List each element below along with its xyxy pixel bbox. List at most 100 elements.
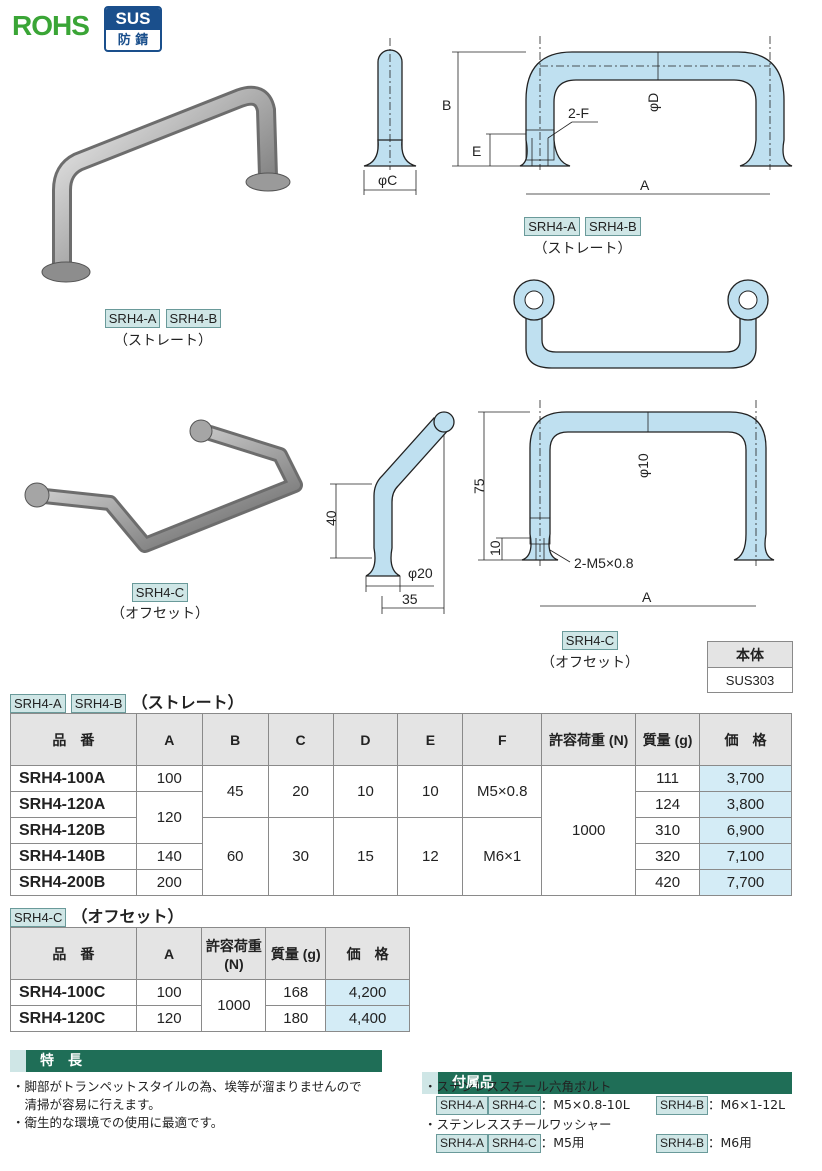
table-row: SRH4-120B 60 30 15 12 M6×1 310 6,900 bbox=[10, 817, 792, 896]
cell: 120 bbox=[135, 791, 203, 844]
dim-10: 10 bbox=[487, 540, 503, 556]
col-header: A bbox=[135, 713, 203, 766]
col-header: D bbox=[332, 713, 399, 766]
col-header: B bbox=[201, 713, 269, 766]
cell: 10 bbox=[332, 765, 399, 818]
table-row: SRH4-120C 120 180 4,400 bbox=[10, 1005, 410, 1032]
features-line: ・衛生的な環境での使用に最適です。 bbox=[12, 1115, 224, 1130]
sus-badge-top: SUS bbox=[106, 8, 160, 30]
col-header: 価 格 bbox=[325, 927, 410, 980]
col-header: 許容荷重 (N) bbox=[201, 927, 267, 980]
tag: SRH4-C bbox=[10, 908, 67, 927]
tag: SRH4-A bbox=[104, 309, 161, 328]
dim-c: φC bbox=[378, 172, 397, 188]
dim-d: φD bbox=[645, 93, 661, 112]
drawing-straight-top bbox=[513, 279, 769, 369]
cell: 320 bbox=[635, 843, 701, 870]
dim-phi20: φ20 bbox=[408, 565, 433, 581]
features-line: ・脚部がトランペットスタイルの為、埃等が溜まりませんので bbox=[12, 1079, 362, 1094]
cell: 168 bbox=[265, 979, 327, 1006]
drawing-offset: 40 φ20 35 75 10 φ10 2-M5×0.8 A bbox=[323, 400, 775, 614]
rohs-logo: ROHS bbox=[12, 10, 90, 42]
tag: SRH4-B bbox=[585, 217, 641, 236]
features-line: 清掃が容易に行えます。 bbox=[12, 1097, 161, 1112]
cell: 140 bbox=[135, 843, 203, 870]
cell: 30 bbox=[267, 817, 334, 896]
col-header: 質量 (g) bbox=[635, 713, 701, 766]
cell: 111 bbox=[635, 765, 701, 792]
dim-75: 75 bbox=[471, 478, 487, 494]
col-header: F bbox=[462, 713, 543, 766]
part-code: SRH4-100C bbox=[10, 979, 137, 1006]
table-row: SRH4-200B 200 420 7,700 bbox=[10, 869, 792, 896]
tag: SRH4-B bbox=[656, 1096, 709, 1115]
band-chip bbox=[422, 1072, 438, 1094]
accessories-band: 付属品 bbox=[422, 1072, 792, 1094]
part-code: SRH4-200B bbox=[10, 869, 137, 896]
features-text: ・脚部がトランペットスタイルの為、埃等が溜まりませんので 清掃が容易に行えます。… bbox=[12, 1078, 392, 1132]
table2-title-text: （オフセット） bbox=[71, 907, 184, 926]
photo2-caption: （オフセット） bbox=[111, 606, 209, 622]
cell: 15 bbox=[332, 817, 399, 896]
col-header: 許容荷重 (N) bbox=[541, 713, 637, 766]
cell: M5×0.8 bbox=[462, 765, 543, 818]
tag: SRH4-A bbox=[524, 217, 580, 236]
tag: SRH4-A bbox=[10, 694, 66, 713]
table-row: SRH4-100C 100 1000 168 4,200 bbox=[10, 979, 410, 1032]
tag: SRH4-B bbox=[165, 309, 222, 328]
cell: 200 bbox=[135, 869, 203, 896]
tag: SRH4-A bbox=[436, 1134, 489, 1153]
rohs-text: ROHS bbox=[12, 10, 90, 41]
draw2-tags: SRH4-C bbox=[535, 630, 645, 650]
accessory-washer-label: ・ステンレススチールワッシャー bbox=[424, 1117, 612, 1132]
bolt-ac-spec: ：M5×0.8-10L bbox=[540, 1097, 630, 1112]
accessory-bolt-label: ・ステンレススチール六角ボルト bbox=[424, 1079, 612, 1094]
cell: M6×1 bbox=[462, 817, 543, 896]
cell: 60 bbox=[201, 817, 269, 896]
cell: 180 bbox=[265, 1005, 327, 1032]
cell: 124 bbox=[635, 791, 701, 818]
sus-badge-bottom: 防 錆 bbox=[117, 33, 149, 48]
draw1-caption: （ストレート） bbox=[533, 241, 632, 257]
features-band: 特 長 bbox=[10, 1050, 382, 1072]
cell: 45 bbox=[201, 765, 269, 818]
spec-table-offset: 品 番 A 許容荷重 (N) 質量 (g) 価 格 SRH4-100C 100 … bbox=[10, 927, 410, 1032]
washer-b-spec: ：M6用 bbox=[708, 1135, 752, 1150]
cell: 10 bbox=[397, 765, 464, 818]
cell: 310 bbox=[635, 817, 701, 844]
cell: 100 bbox=[135, 765, 203, 792]
photo-offset-handle bbox=[24, 419, 303, 553]
drawing-straight: φC B E 2-F φD A bbox=[363, 36, 793, 195]
cell: 100 bbox=[135, 979, 203, 1006]
price-cell: 7,700 bbox=[699, 869, 792, 896]
cell: 12 bbox=[397, 817, 464, 896]
part-code: SRH4-140B bbox=[10, 843, 137, 870]
material-header: 本体 bbox=[707, 641, 793, 667]
washer-ac-spec: ：M5用 bbox=[540, 1135, 585, 1150]
tag: SRH4-C bbox=[561, 631, 619, 650]
col-header: 質量 (g) bbox=[265, 927, 327, 980]
tag: SRH4-B bbox=[656, 1134, 709, 1153]
features-title: 特 長 bbox=[40, 1053, 82, 1069]
photo1-tags: SRH4-A SRH4-B bbox=[88, 308, 238, 328]
spec-table-straight: 品 番 A B C D E F 許容荷重 (N) 質量 (g) 価 格 SRH4… bbox=[10, 713, 792, 896]
photo2-tags: SRH4-C bbox=[100, 582, 220, 602]
part-code: SRH4-120A bbox=[10, 791, 137, 818]
col-header: 価 格 bbox=[699, 713, 792, 766]
bolt-b-group: SRH4-B：M6×1-12L bbox=[656, 1096, 785, 1115]
table-row: SRH4-120A 120 124 3,800 bbox=[10, 791, 792, 844]
cell: 1000 bbox=[201, 979, 267, 1032]
draw1-tags: SRH4-A SRH4-B bbox=[510, 216, 655, 236]
table2-title: SRH4-C （オフセット） bbox=[10, 903, 184, 927]
band-chip bbox=[10, 1050, 26, 1072]
photo-straight-handle bbox=[41, 85, 291, 283]
cell: 20 bbox=[267, 765, 334, 818]
tag: SRH4-A bbox=[436, 1096, 489, 1115]
dim-e: E bbox=[472, 143, 481, 159]
tag: SRH4-C bbox=[131, 583, 189, 602]
price-cell: 4,200 bbox=[325, 979, 410, 1006]
col-header: A bbox=[135, 927, 203, 980]
